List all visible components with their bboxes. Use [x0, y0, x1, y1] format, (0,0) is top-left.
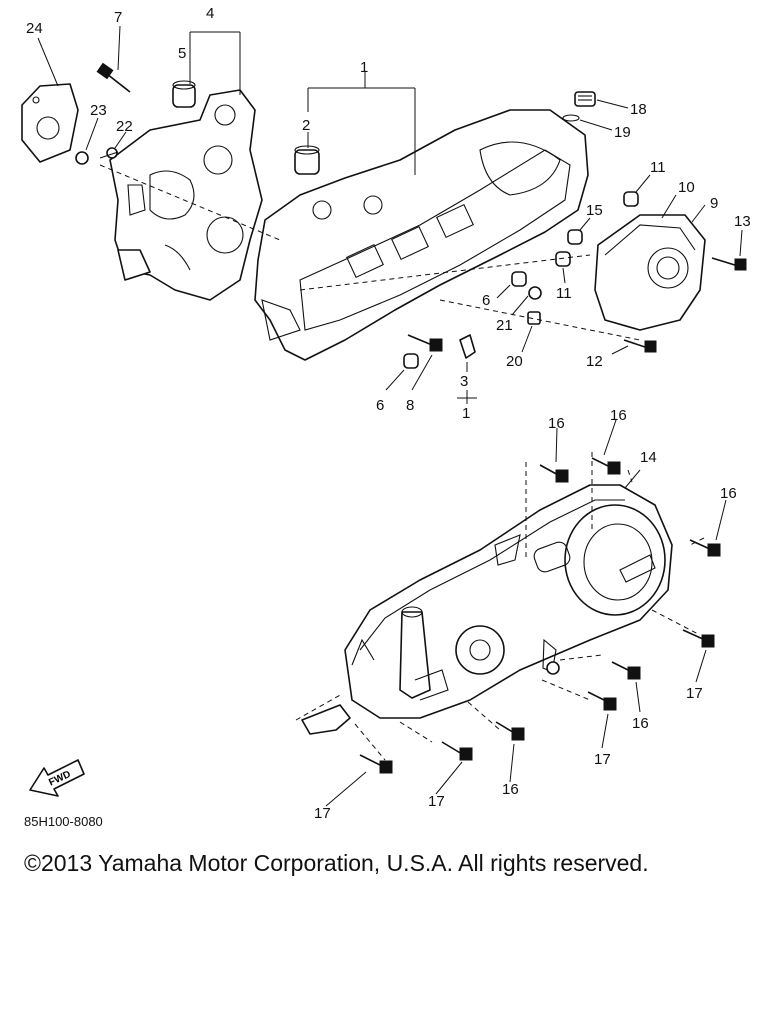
part-16-bolt-b — [591, 419, 621, 475]
crankcase-left-half — [109, 89, 263, 301]
part-5-bushing — [172, 80, 196, 108]
part-16-bolt-d — [611, 661, 641, 713]
callout-18: 18 — [630, 101, 647, 118]
part-24-gasket — [21, 37, 79, 163]
callout-16-a: 16 — [548, 415, 565, 432]
part-13-bolt — [711, 229, 747, 271]
callout-17-c: 17 — [428, 793, 445, 810]
exploded-parts-diagram: FWD 24 7 4 5 23 22 1 2 18 19 11 10 9 13 … — [21, 5, 751, 822]
callout-12: 12 — [586, 353, 603, 370]
callout-2: 2 — [302, 117, 310, 134]
crankcase-right-half — [254, 109, 589, 361]
callout-8: 8 — [406, 397, 414, 414]
part-17-bolt-d — [325, 754, 393, 807]
part-14-crankcase-cover — [344, 469, 673, 719]
diagram-code: 85H100-8080 — [24, 814, 103, 829]
callout-16-b: 16 — [610, 407, 627, 424]
part-15-dowel — [567, 217, 591, 245]
part-16-bolt-a — [539, 427, 569, 483]
part-8-bolt — [407, 334, 443, 391]
callout-16-c: 16 — [720, 485, 737, 502]
part-6-dowel-upper — [496, 271, 527, 299]
part-6-dowel-lower — [385, 353, 419, 391]
callout-5: 5 — [178, 45, 186, 62]
callout-17-d: 17 — [314, 805, 331, 822]
callout-3: 3 — [460, 373, 468, 390]
callout-1: 1 — [360, 59, 368, 76]
part-16-bolt-e — [495, 721, 525, 783]
callout-22: 22 — [116, 118, 133, 135]
callout-19: 19 — [614, 124, 631, 141]
callout-21: 21 — [496, 317, 513, 334]
callout-6-upper: 6 — [482, 292, 490, 309]
callout-9: 9 — [710, 195, 718, 212]
callout-23: 23 — [90, 102, 107, 119]
part-17-bolt-c — [435, 741, 473, 795]
cover-bracket — [301, 638, 560, 735]
callout-14: 14 — [640, 449, 657, 466]
part-12-bolt — [611, 339, 657, 355]
callout-11-lower: 11 — [556, 285, 572, 302]
part-3-clamp — [457, 334, 477, 404]
callout-6-lower: 6 — [376, 397, 384, 414]
fwd-arrow-icon: FWD — [29, 759, 85, 797]
part-9-crankcase-cover — [594, 194, 706, 331]
part-22-23-fasteners — [75, 117, 127, 165]
copyright-notice: ©2013 Yamaha Motor Corporation, U.S.A. A… — [24, 850, 649, 876]
part-20-21-bolt-washer — [511, 286, 542, 353]
callout-10: 10 — [678, 179, 695, 196]
callout-16-e: 16 — [502, 781, 519, 798]
part-17-bolt-b — [587, 691, 617, 749]
callout-4: 4 — [206, 5, 214, 22]
callout-labels: 24 7 4 5 23 22 1 2 18 19 11 10 9 13 15 1… — [26, 5, 751, 822]
callout-3-sub: 1 — [462, 405, 470, 422]
callout-16-d: 16 — [632, 715, 649, 732]
part-11-dowel-upper — [623, 174, 651, 207]
callout-13: 13 — [734, 213, 751, 230]
part-16-bolt-c — [689, 499, 727, 557]
part-11-dowel-lower — [555, 251, 571, 284]
part-17-bolt-a — [682, 629, 715, 683]
callout-7: 7 — [114, 9, 122, 26]
callout-17-a: 17 — [686, 685, 703, 702]
callout-11-upper: 11 — [650, 159, 666, 176]
callout-15: 15 — [586, 202, 603, 219]
part-18-19-filler-plug — [562, 91, 629, 131]
part-2-bushing — [294, 132, 320, 175]
part-7-bolt — [96, 25, 131, 93]
callout-24: 24 — [26, 20, 43, 37]
callout-20: 20 — [506, 353, 523, 370]
callout-17-b: 17 — [594, 751, 611, 768]
